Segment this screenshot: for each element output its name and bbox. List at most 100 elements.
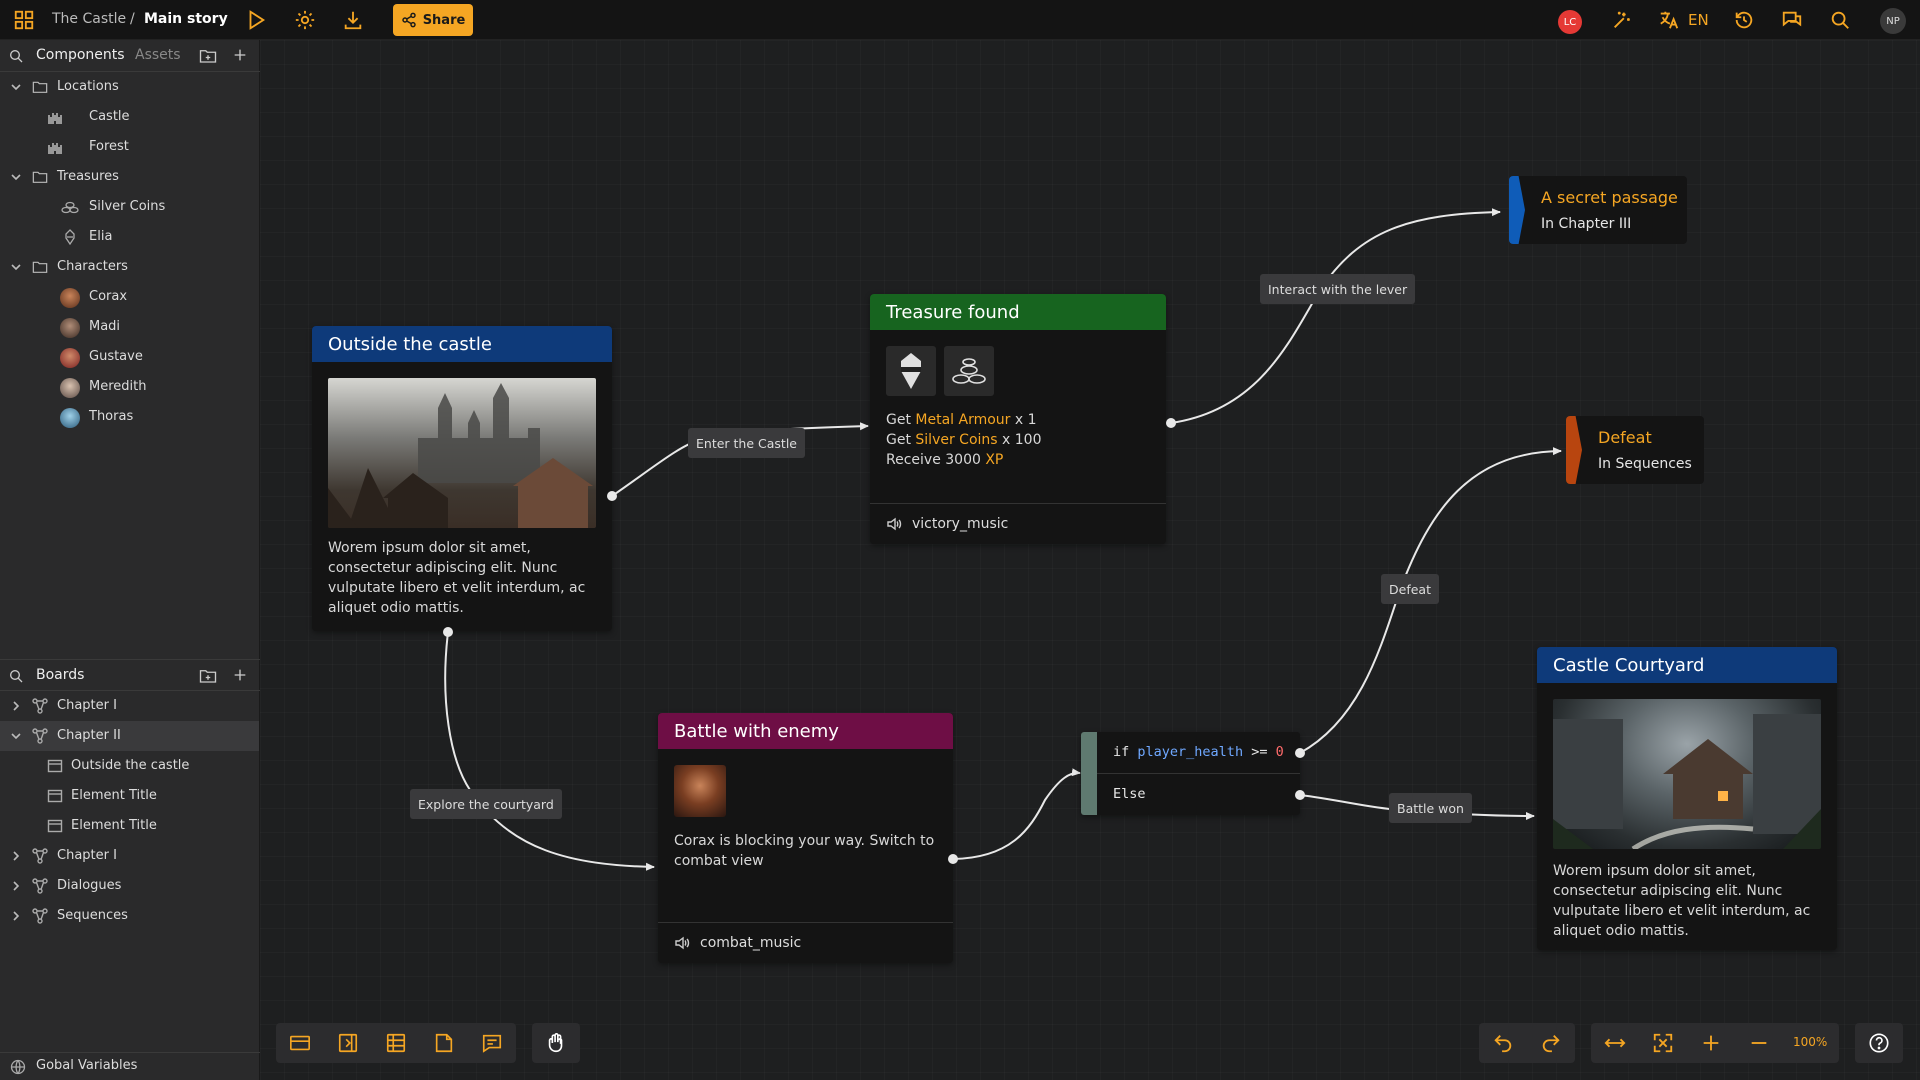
note-node-icon[interactable] xyxy=(432,1031,456,1055)
zoom-level[interactable]: 100% xyxy=(1793,1035,1828,1049)
folder-add-icon[interactable] xyxy=(199,668,217,684)
edge-label-defeat[interactable]: Defeat xyxy=(1381,574,1439,604)
tab-components[interactable]: Components xyxy=(36,47,125,63)
component-item-meredith[interactable]: Meredith xyxy=(0,372,259,402)
ref-title: A secret passage xyxy=(1541,188,1678,207)
edge-label-enter-castle[interactable]: Enter the Castle xyxy=(688,428,805,458)
output-port[interactable] xyxy=(948,854,958,864)
search-icon[interactable] xyxy=(1828,8,1852,32)
folder-locations[interactable]: Locations xyxy=(0,72,259,102)
condition-else[interactable]: Else xyxy=(1113,786,1146,802)
component-label: Meredith xyxy=(89,379,147,394)
node-title: Treasure found xyxy=(870,294,1166,330)
boards-title: Boards xyxy=(36,667,85,683)
redo-icon[interactable] xyxy=(1539,1031,1563,1055)
plus-icon[interactable] xyxy=(232,47,248,63)
folder-characters[interactable]: Characters xyxy=(0,252,259,282)
component-item-elia[interactable]: Elia xyxy=(0,222,259,252)
ref-node-secret-passage[interactable]: A secret passage In Chapter III xyxy=(1509,176,1687,244)
chevron-down-icon[interactable] xyxy=(10,261,22,273)
global-variables-label: Gobal Variables xyxy=(36,1058,138,1073)
node-castle-courtyard[interactable]: Castle Courtyard Worem ipsum dolor sit a… xyxy=(1537,647,1837,950)
board-chapter-i[interactable]: Chapter I xyxy=(0,691,259,721)
chevron-down-icon[interactable] xyxy=(10,81,22,93)
hand-icon[interactable] xyxy=(544,1031,568,1055)
ref-node-defeat[interactable]: Defeat In Sequences xyxy=(1566,416,1704,484)
output-port[interactable] xyxy=(443,627,453,637)
edge-label-lever[interactable]: Interact with the lever xyxy=(1260,274,1416,304)
search-icon[interactable] xyxy=(8,668,24,684)
board-dialogues[interactable]: Dialogues xyxy=(0,871,259,901)
board-element-title-2[interactable]: Element Title xyxy=(0,811,259,841)
output-port-if[interactable] xyxy=(1295,748,1305,758)
breadcrumb-story[interactable]: Main story xyxy=(144,11,228,27)
chevron-down-icon[interactable] xyxy=(10,171,22,183)
output-port[interactable] xyxy=(1166,418,1176,428)
node-outside-castle[interactable]: Outside the castle Worem ipsum dolor sit… xyxy=(312,326,612,631)
component-item-corax[interactable]: Corax xyxy=(0,282,259,312)
board-label: Dialogues xyxy=(57,878,122,893)
comments-icon[interactable] xyxy=(1780,8,1804,32)
component-item-silver-coins[interactable]: Silver Coins xyxy=(0,192,259,222)
user-avatar[interactable]: LC xyxy=(1558,10,1582,34)
output-port-else[interactable] xyxy=(1295,790,1305,800)
node-sound[interactable]: victory_music xyxy=(870,503,1166,544)
output-port[interactable] xyxy=(607,491,617,501)
board-chapter-i-2[interactable]: Chapter I xyxy=(0,841,259,871)
component-item-castle[interactable]: Castle xyxy=(0,102,259,132)
plus-icon[interactable] xyxy=(232,667,248,683)
condition-if[interactable]: if player_health >= 0 xyxy=(1113,744,1284,760)
edge-label-battle-won[interactable]: Battle won xyxy=(1389,793,1472,823)
folder-treasures[interactable]: Treasures xyxy=(0,162,259,192)
magic-sparkle-icon[interactable] xyxy=(1610,8,1634,32)
play-icon[interactable] xyxy=(244,8,268,32)
search-icon[interactable] xyxy=(8,48,24,64)
component-item-forest[interactable]: Forest xyxy=(0,132,259,162)
component-item-thoras[interactable]: Thoras xyxy=(0,402,259,432)
node-battle-enemy[interactable]: Battle with enemy Corax is blocking your… xyxy=(658,713,953,963)
apps-grid-icon[interactable] xyxy=(12,8,36,32)
edge-label-explore[interactable]: Explore the courtyard xyxy=(410,789,562,819)
card-node-icon[interactable] xyxy=(288,1031,312,1055)
jump-node-icon[interactable] xyxy=(336,1031,360,1055)
language-label[interactable]: EN xyxy=(1688,11,1709,29)
fullscreen-icon[interactable] xyxy=(1651,1031,1675,1055)
profile-avatar[interactable]: NP xyxy=(1880,8,1906,34)
component-item-madi[interactable]: Madi xyxy=(0,312,259,342)
node-sound[interactable]: combat_music xyxy=(658,922,953,963)
chevron-right-icon[interactable] xyxy=(10,700,22,712)
fit-width-icon[interactable] xyxy=(1603,1031,1627,1055)
chevron-down-icon[interactable] xyxy=(10,730,22,742)
table-node-icon[interactable] xyxy=(384,1031,408,1055)
help-icon[interactable] xyxy=(1867,1031,1891,1055)
gear-icon[interactable] xyxy=(293,8,317,32)
board-element-outside[interactable]: Outside the castle xyxy=(0,751,259,781)
comment-node-icon[interactable] xyxy=(480,1031,504,1055)
share-button[interactable]: Share xyxy=(393,4,473,36)
translate-icon[interactable] xyxy=(1657,8,1681,32)
download-icon[interactable] xyxy=(341,8,365,32)
undo-icon[interactable] xyxy=(1491,1031,1515,1055)
zoom-out-icon[interactable] xyxy=(1747,1031,1771,1055)
reward-item-link[interactable]: Metal Armour xyxy=(915,412,1011,428)
global-variables-button[interactable]: Gobal Variables xyxy=(0,1052,260,1080)
breadcrumb-project[interactable]: The Castle xyxy=(52,11,127,27)
board-element-title-1[interactable]: Element Title xyxy=(0,781,259,811)
reward-item-link[interactable]: Silver Coins xyxy=(915,432,998,448)
chevron-right-icon[interactable] xyxy=(10,850,22,862)
component-item-gustave[interactable]: Gustave xyxy=(0,342,259,372)
node-condition[interactable]: if player_health >= 0 Else xyxy=(1081,732,1300,815)
board-chapter-ii[interactable]: Chapter II xyxy=(0,721,259,751)
history-icon[interactable] xyxy=(1732,8,1756,32)
reward-item-link[interactable]: XP xyxy=(985,452,1004,468)
node-description: Worem ipsum dolor sit amet, consectetur … xyxy=(328,540,586,616)
folder-add-icon[interactable] xyxy=(199,48,217,64)
zoom-in-icon[interactable] xyxy=(1699,1031,1723,1055)
top-bar: The Castle / Main story Share LC EN NP xyxy=(0,0,1920,40)
speaker-icon xyxy=(675,936,690,950)
node-treasure-found[interactable]: Treasure found Get Metal Armour x 1 Get … xyxy=(870,294,1166,544)
board-sequences[interactable]: Sequences xyxy=(0,901,259,931)
chevron-right-icon[interactable] xyxy=(10,910,22,922)
tab-assets[interactable]: Assets xyxy=(135,47,181,63)
chevron-right-icon[interactable] xyxy=(10,880,22,892)
